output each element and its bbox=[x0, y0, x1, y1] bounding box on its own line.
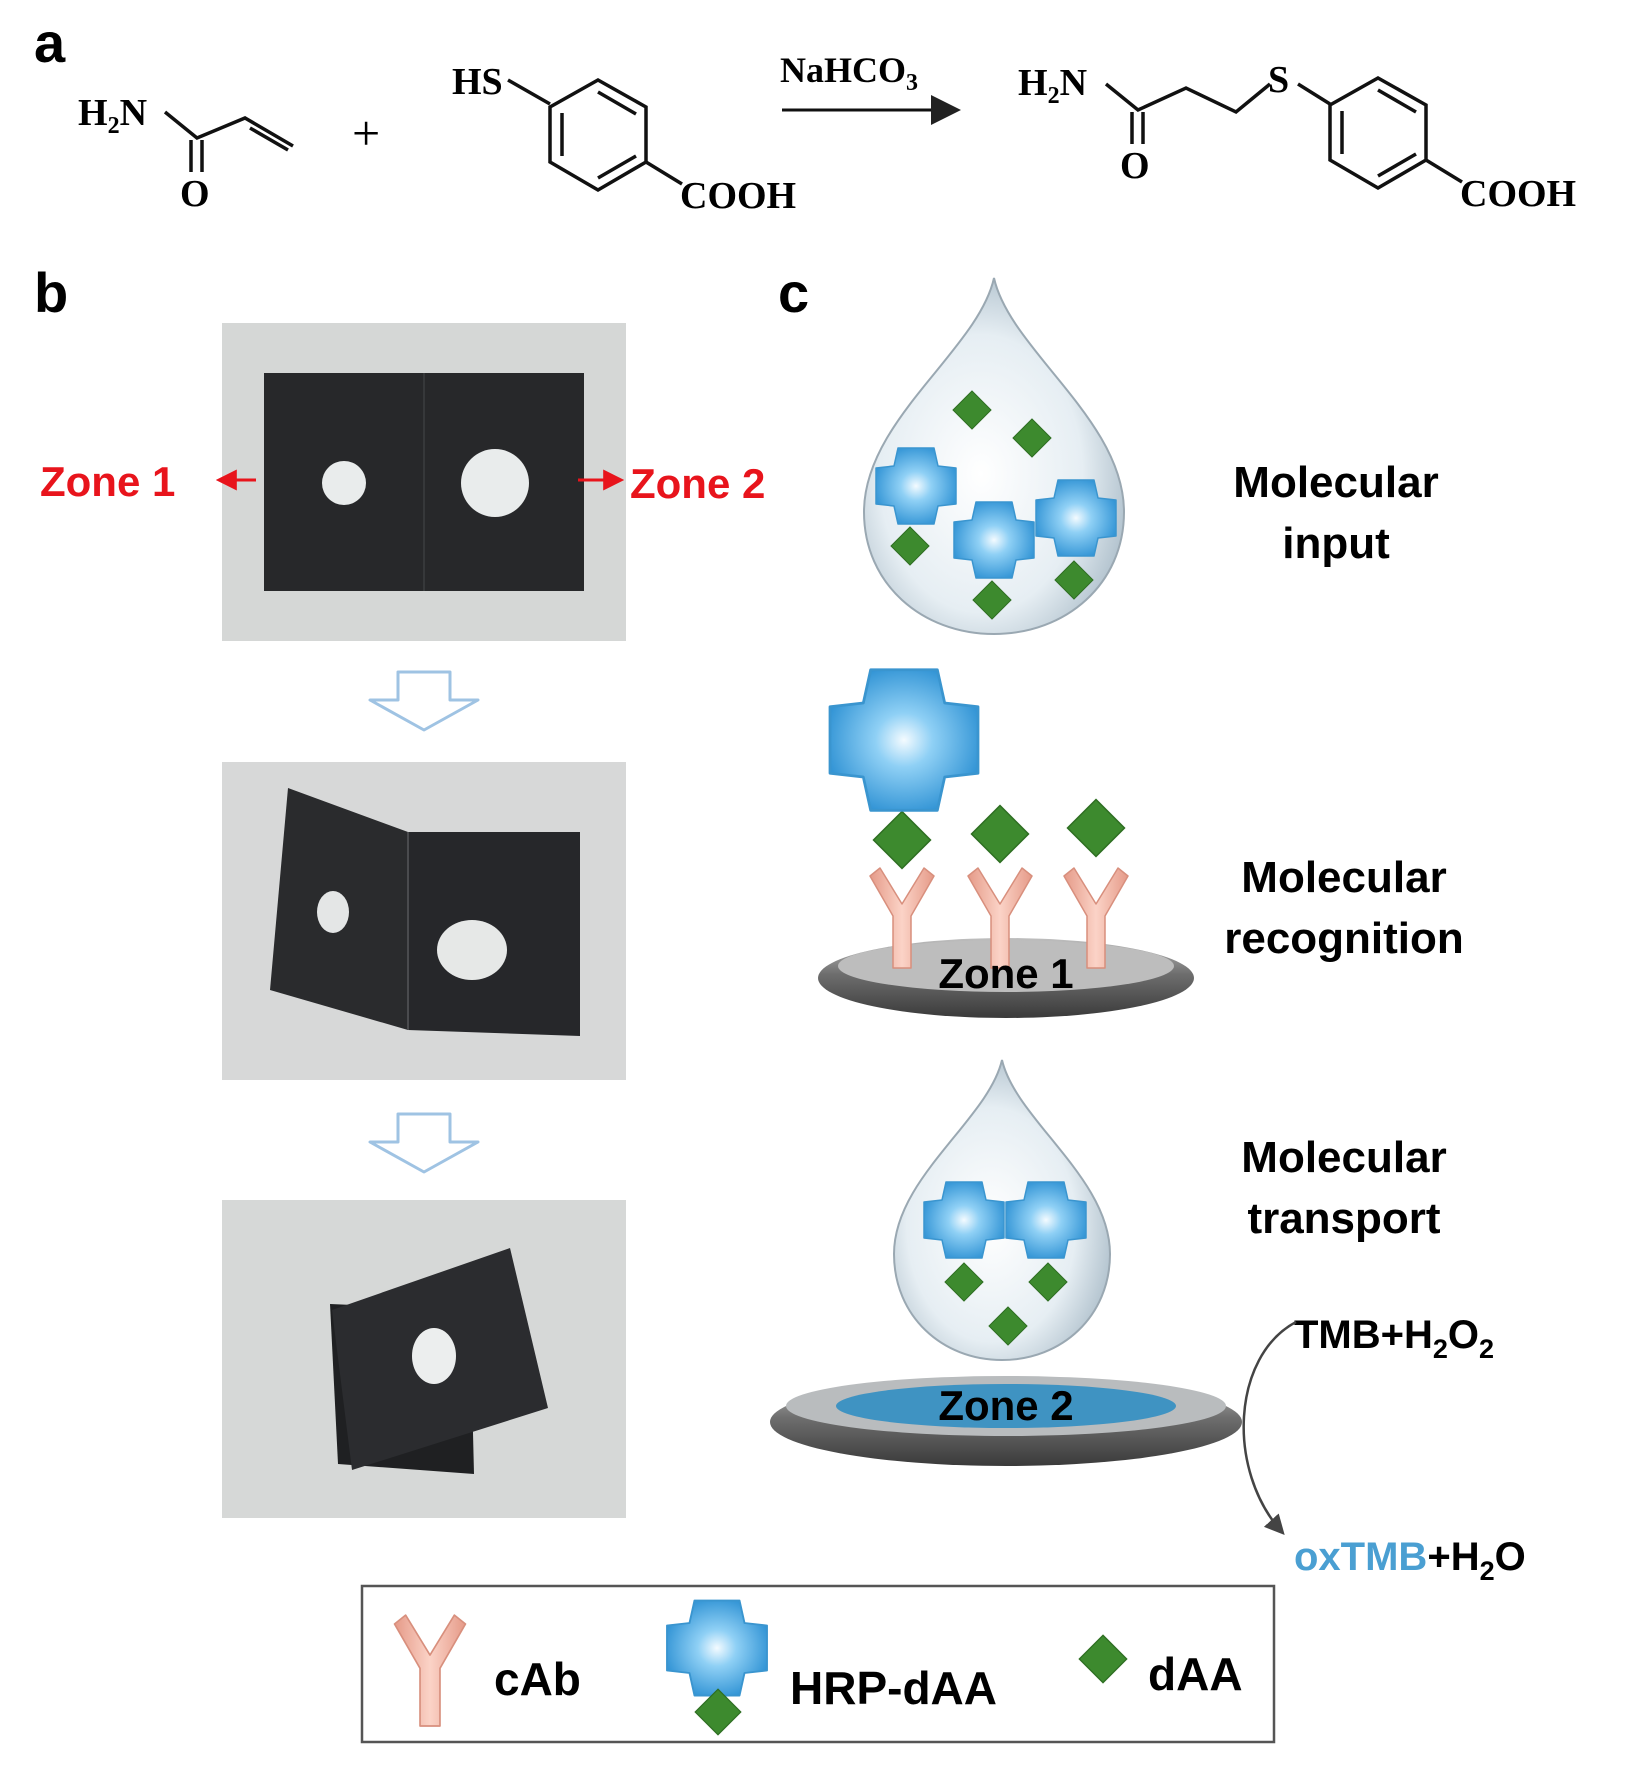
bound-hrp-conjugate bbox=[828, 668, 980, 812]
svg-text:recognition: recognition bbox=[1224, 914, 1464, 963]
bound-daa-2 bbox=[970, 804, 1030, 864]
zone1-hole bbox=[322, 461, 366, 505]
photo-sequence: Zone 1 Zone 2 bbox=[40, 323, 765, 1518]
legend-hrp-daa-label: HRP-dAA bbox=[790, 1662, 997, 1714]
folded-zone2-hole bbox=[437, 920, 507, 980]
tmb-products: oxTMB+H2O bbox=[1294, 1535, 1526, 1586]
zone2-photo-label: Zone 2 bbox=[630, 460, 765, 507]
legend-cab-label: cAb bbox=[494, 1653, 581, 1705]
photo-folding-device bbox=[222, 762, 626, 1080]
plus-sign: + bbox=[352, 105, 380, 161]
svg-text:Molecular: Molecular bbox=[1241, 1133, 1446, 1182]
step-label-input: Molecular input bbox=[1233, 458, 1438, 568]
input-drop bbox=[862, 277, 1126, 636]
reagent-acrylamide: H2N O bbox=[78, 92, 294, 215]
bound-daa-3 bbox=[1066, 798, 1126, 858]
zone2-hole bbox=[461, 449, 529, 517]
zone1-disk-label: Zone 1 bbox=[938, 950, 1073, 997]
svg-text:COOH: COOH bbox=[680, 175, 796, 217]
assay-schematic: Molecular input Molecular recognition Mo… bbox=[770, 277, 1526, 1586]
svg-text:H2N: H2N bbox=[1018, 62, 1087, 109]
panel-label-a: a bbox=[34, 11, 66, 74]
svg-text:H2N: H2N bbox=[78, 92, 147, 139]
folded-device-hole bbox=[412, 1328, 456, 1384]
legend-daa-label: dAA bbox=[1148, 1648, 1243, 1700]
zone1-callout: Zone 1 bbox=[40, 458, 256, 505]
zone1-photo-label: Zone 1 bbox=[40, 458, 175, 505]
zone2-disk: Zone 2 bbox=[770, 1376, 1242, 1466]
tmb-reactants: TMB+H2O2 bbox=[1294, 1313, 1494, 1364]
reagent-mercaptobenzoic-acid: HS COOH bbox=[452, 61, 796, 217]
svg-text:COOH: COOH bbox=[1460, 173, 1576, 215]
svg-text:S: S bbox=[1268, 59, 1289, 101]
product: H2N O S COOH bbox=[1018, 59, 1576, 215]
step-label-recognition: Molecular recognition bbox=[1224, 853, 1464, 963]
legend-item-daa: dAA bbox=[1078, 1634, 1243, 1700]
photo-flat-device bbox=[222, 323, 626, 641]
svg-text:HS: HS bbox=[452, 61, 503, 103]
folded-zone1-hole bbox=[317, 891, 349, 933]
svg-text:Molecular: Molecular bbox=[1241, 853, 1446, 902]
svg-text:input: input bbox=[1282, 519, 1390, 568]
down-arrow-2 bbox=[368, 1112, 480, 1174]
reaction-scheme: H2N O + HS COOH NaHCO3 bbox=[78, 50, 1576, 217]
transport-drop bbox=[892, 1059, 1112, 1362]
zone1-disk: Zone 1 bbox=[818, 668, 1194, 1018]
legend-item-hrp-daa: HRP-dAA bbox=[666, 1599, 997, 1736]
bound-daa-1 bbox=[872, 810, 932, 870]
legend-item-cab: cAb bbox=[393, 1614, 581, 1727]
zone2-disk-label: Zone 2 bbox=[938, 1382, 1073, 1429]
svg-text:Molecular: Molecular bbox=[1233, 458, 1438, 507]
tmb-reaction: TMB+H2O2 oxTMB+H2O bbox=[1242, 1313, 1526, 1586]
zone2-callout: Zone 2 bbox=[578, 460, 765, 507]
svg-text:transport: transport bbox=[1247, 1194, 1440, 1243]
down-arrow-1 bbox=[368, 670, 480, 732]
svg-text:O: O bbox=[1120, 145, 1150, 187]
svg-text:NaHCO3: NaHCO3 bbox=[780, 50, 918, 96]
panel-label-b: b bbox=[34, 261, 68, 324]
step-label-transport: Molecular transport bbox=[1241, 1133, 1446, 1243]
reagent1-oxygen: O bbox=[180, 173, 210, 215]
panel-label-c: c bbox=[778, 261, 809, 324]
legend: cAb HRP-dAA dAA bbox=[360, 1584, 1276, 1744]
reaction-arrow: NaHCO3 bbox=[780, 50, 961, 125]
photo-folded-device bbox=[222, 1200, 626, 1518]
